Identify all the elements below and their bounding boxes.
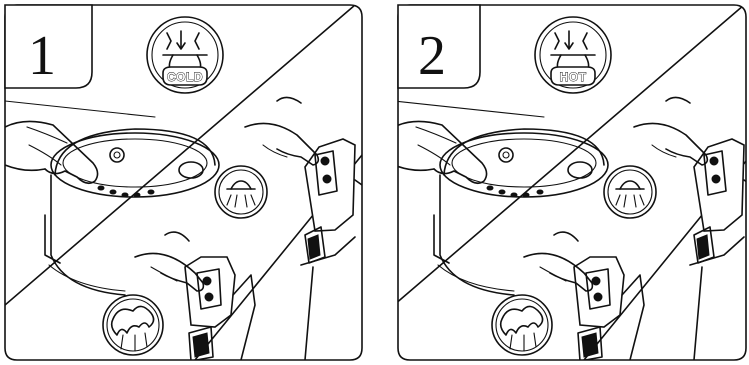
step-panel-2: 2 HOT: [394, 5, 749, 361]
step-number: 1: [28, 25, 56, 87]
hot-water-icon: HOT: [535, 17, 611, 93]
cold-water-icon: COLD: [147, 17, 223, 93]
mode-label: COLD: [167, 70, 203, 84]
mode-label: HOT: [560, 70, 587, 84]
step-panel-1: 1 COLD: [5, 5, 362, 361]
step-number: 2: [418, 25, 446, 87]
